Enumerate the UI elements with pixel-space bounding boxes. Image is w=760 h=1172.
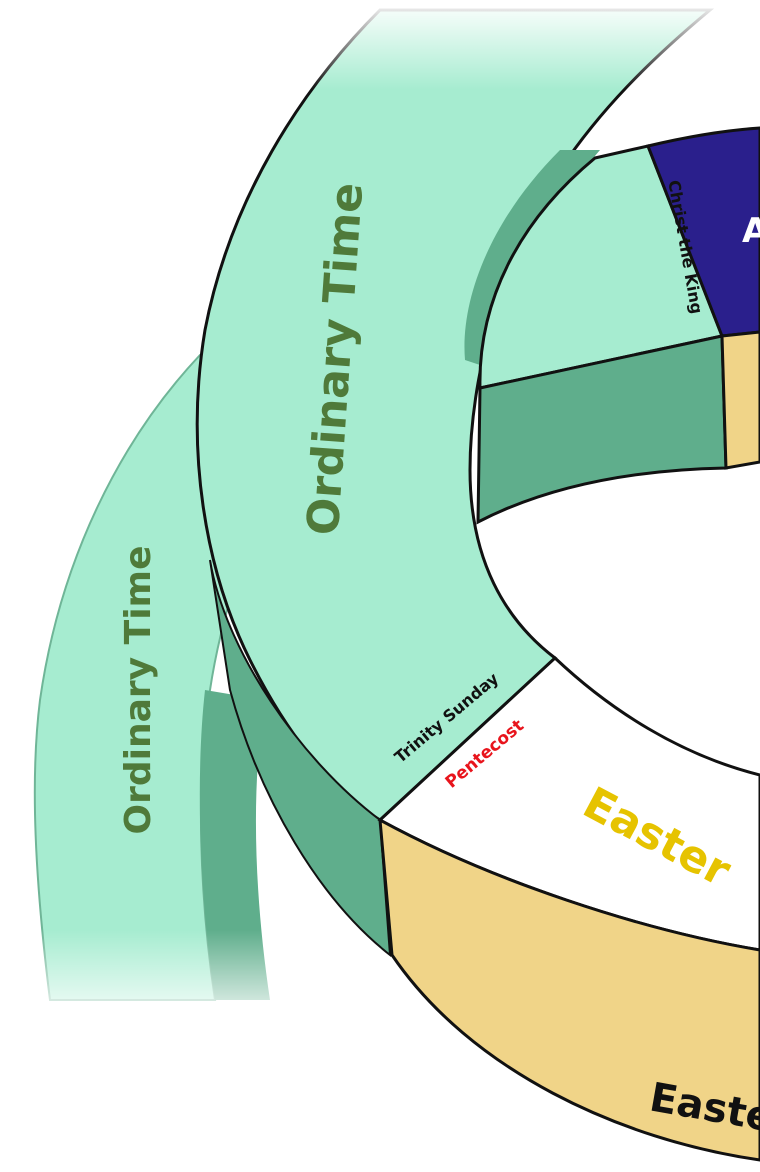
ordinary-time-inner-label: Ordinary Time (118, 546, 159, 835)
advent-side-band (720, 330, 760, 470)
advent-segment (645, 126, 760, 338)
christ-the-king-side-band (476, 334, 728, 525)
advent-label-partial: A (742, 211, 760, 251)
ordinary-time-back-ribbon-shade (199, 690, 270, 1000)
